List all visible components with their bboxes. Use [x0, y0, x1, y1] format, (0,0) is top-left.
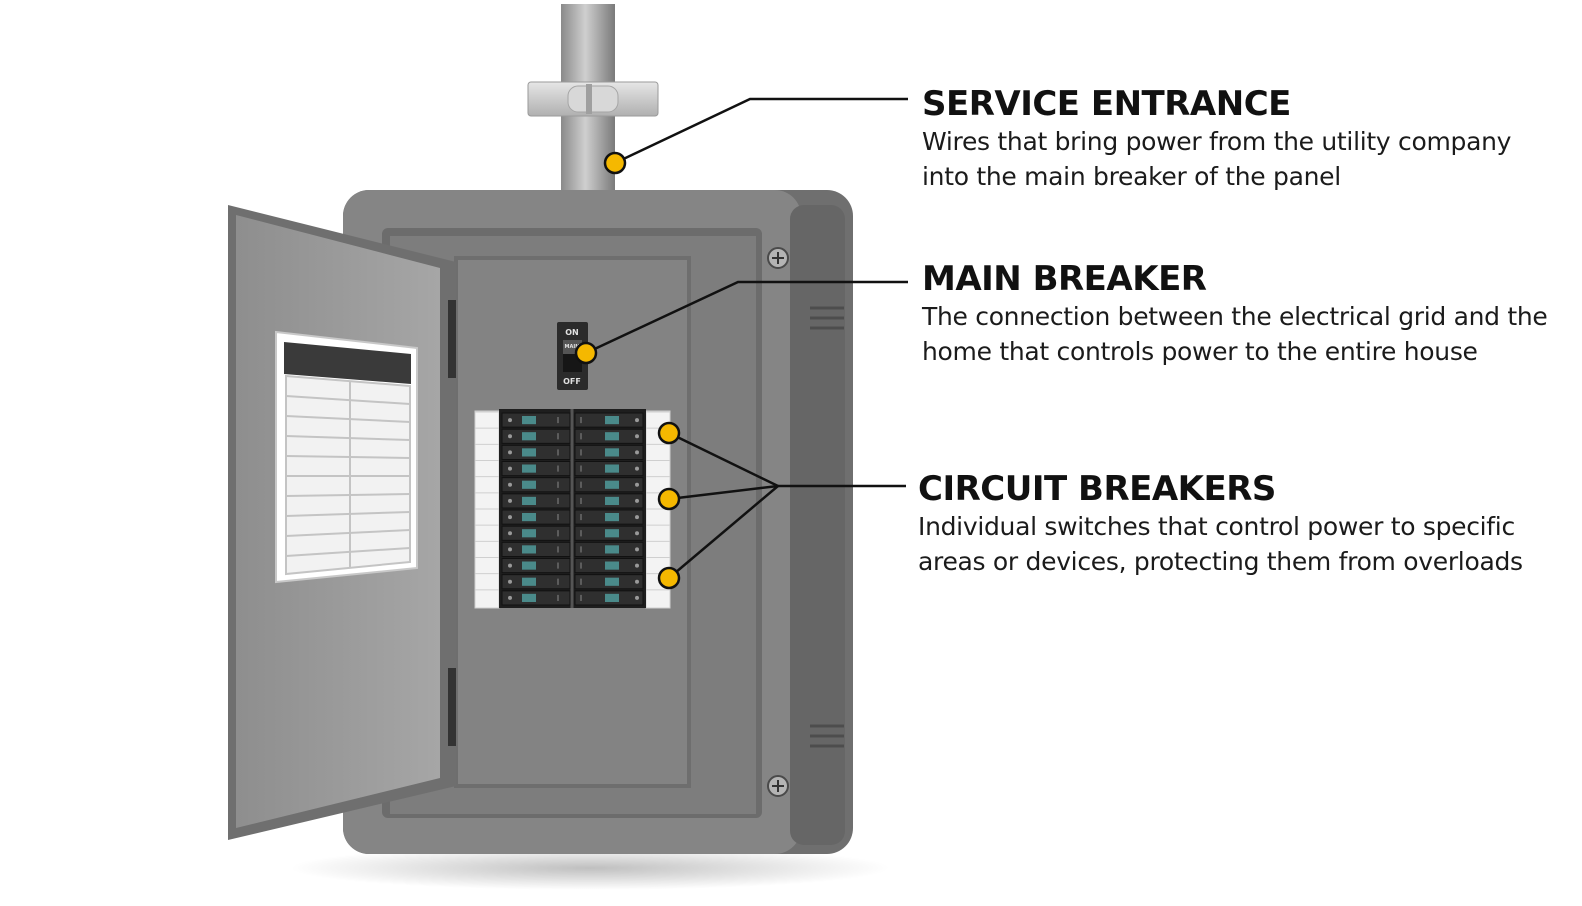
breaker-screw [508, 466, 512, 471]
circuit-breaker-marker-top [657, 421, 681, 445]
main-breaker-leader [585, 280, 908, 355]
breaker-screw [508, 563, 512, 568]
circuit-breakers-leader-bottom [668, 485, 779, 579]
main-breaker-marker [574, 341, 598, 365]
vent-top [810, 306, 844, 330]
breaker-screw [635, 418, 639, 423]
breaker-screw [635, 547, 639, 552]
breaker-row [475, 476, 670, 493]
breaker-screw [635, 498, 639, 503]
panel-door [228, 205, 456, 840]
breaker-screw [635, 515, 639, 520]
breaker-toggle [522, 480, 536, 489]
breaker-toggle [522, 545, 536, 554]
main-switch-off-label: OFF [563, 377, 581, 386]
breaker-toggle [605, 593, 619, 602]
circuit-breaker-marker-bottom [657, 566, 681, 590]
breaker-toggle [522, 464, 536, 473]
breaker-toggle [605, 577, 619, 586]
main-switch-on-label: ON [565, 328, 579, 337]
breaker-toggle [605, 561, 619, 570]
breaker-screw [508, 482, 512, 487]
circuit-breakers-callout: CIRCUIT BREAKERS Individual switches tha… [918, 469, 1568, 579]
service-entrance-title: SERVICE ENTRANCE [922, 84, 1291, 124]
breaker-screw [635, 434, 639, 439]
service-pipe [527, 4, 659, 204]
breaker-toggle [522, 448, 536, 457]
service-entrance-leader [614, 97, 908, 165]
breaker-screw [635, 579, 639, 584]
breaker-screw [635, 482, 639, 487]
breaker-toggle [605, 432, 619, 441]
breaker-toggle [605, 480, 619, 489]
breaker-toggle [522, 593, 536, 602]
breaker-row [475, 427, 670, 444]
breaker-row [475, 589, 670, 606]
callout-markers [574, 151, 681, 590]
breaker-row [475, 540, 670, 557]
breaker-row [475, 443, 670, 461]
breaker-toggle [522, 561, 536, 570]
breaker-screw [508, 515, 512, 520]
breaker-toggle [522, 496, 536, 505]
breaker-screw [635, 466, 639, 471]
circuit-breakers-leader-top [668, 431, 779, 488]
breaker-screw [508, 531, 512, 536]
breaker-toggle [522, 529, 536, 538]
service-entrance-marker [603, 151, 627, 175]
breaker-screw [508, 434, 512, 439]
panel-shadow [290, 846, 890, 890]
breaker-row [475, 573, 670, 590]
breaker-toggle [605, 529, 619, 538]
breaker-toggle [522, 416, 536, 425]
main-breaker-description: The connection between the electrical gr… [922, 302, 1548, 366]
breaker-screw [508, 418, 512, 423]
main-breaker-callout: MAIN BREAKER The connection between the … [922, 259, 1562, 369]
breaker-toggle [522, 432, 536, 441]
breaker-screw [635, 563, 639, 568]
breaker-toggle [605, 464, 619, 473]
breaker-screw [635, 450, 639, 455]
breaker-row [475, 508, 670, 525]
circuit-breaker-bank [474, 409, 671, 609]
breaker-toggle [605, 496, 619, 505]
breaker-screw [635, 531, 639, 536]
breaker-row [475, 411, 670, 428]
main-breaker-title: MAIN BREAKER [922, 259, 1207, 299]
screw-top [767, 247, 789, 269]
breaker-toggle [605, 448, 619, 457]
breaker-screw [508, 498, 512, 503]
circuit-directory-card [275, 330, 418, 584]
service-entrance-callout: SERVICE ENTRANCE Wires that bring power … [922, 84, 1562, 194]
vent-bottom [810, 724, 844, 748]
circuit-breakers-description: Individual switches that control power t… [918, 512, 1523, 576]
breaker-toggle [605, 416, 619, 425]
service-entrance-description: Wires that bring power from the utility … [922, 127, 1512, 191]
breaker-screw [508, 547, 512, 552]
breaker-toggle [522, 577, 536, 586]
circuit-breakers-leader-mid [668, 484, 779, 501]
breaker-toggle [605, 545, 619, 554]
leader-lines [585, 97, 908, 579]
breaker-toggle [605, 513, 619, 522]
breaker-row [475, 492, 670, 509]
breaker-toggle [522, 513, 536, 522]
breaker-screw [635, 595, 639, 600]
breaker-row [475, 460, 670, 477]
screw-bottom [767, 775, 789, 797]
breaker-screw [508, 450, 512, 455]
circuit-breakers-title: CIRCUIT BREAKERS [918, 469, 1276, 509]
circuit-breaker-marker-mid [657, 487, 681, 511]
breaker-row [475, 524, 670, 541]
breaker-screw [508, 579, 512, 584]
main-switch-tag: MAIN [565, 344, 580, 350]
breaker-screw [508, 595, 512, 600]
breaker-row [475, 557, 670, 574]
